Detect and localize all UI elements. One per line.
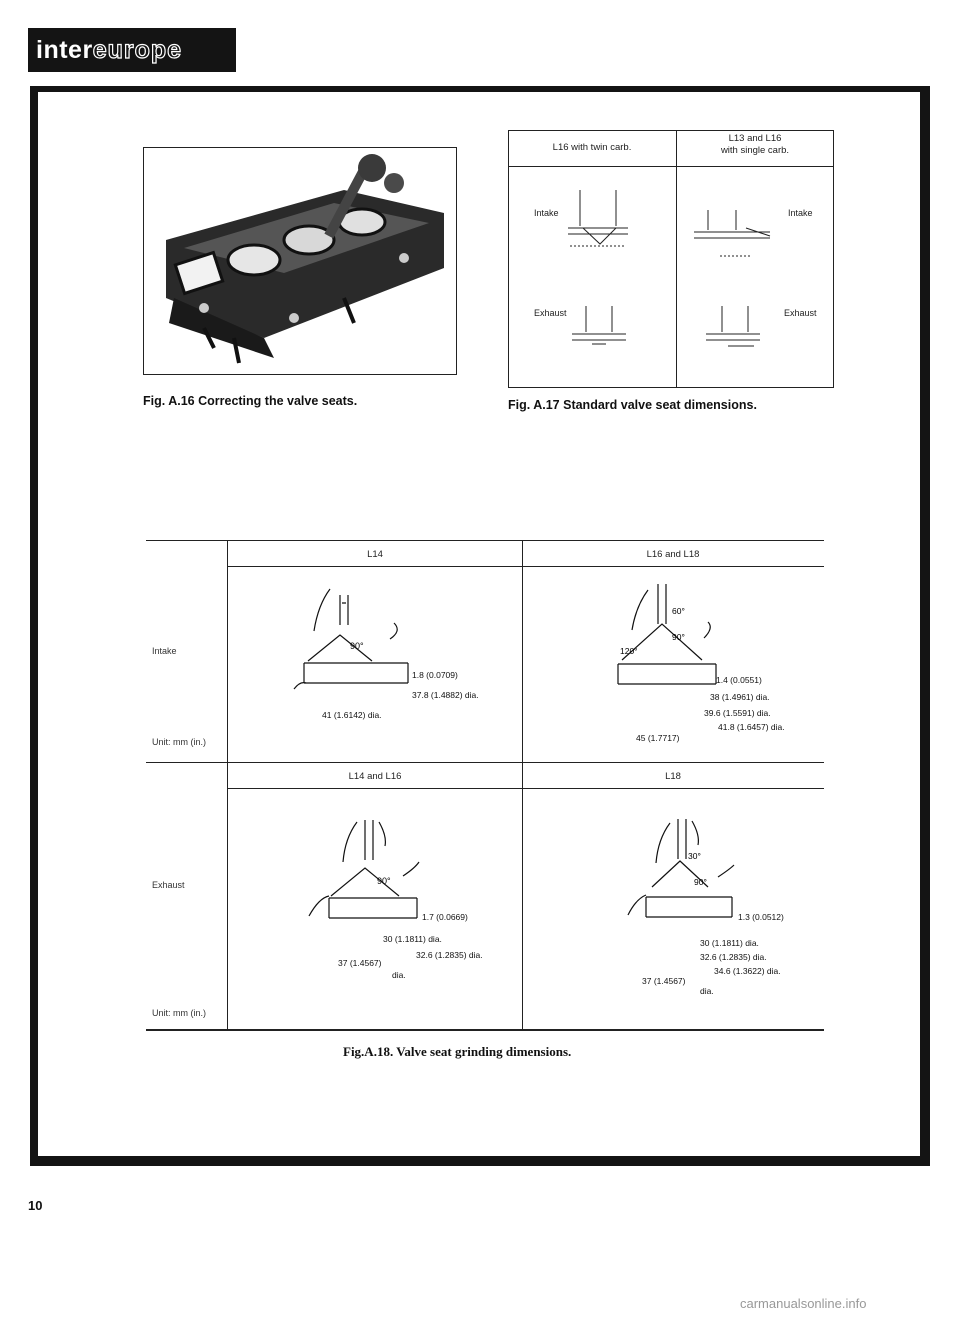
- logo-suffix: europe: [92, 35, 183, 64]
- intake-l16-dim-5: 45 (1.7717): [636, 733, 680, 743]
- exhaust-l14-dim-3: 32.6 (1.2835) dia.: [416, 950, 483, 960]
- fig18-caption: Fig.A.18. Valve seat grinding dimensions…: [343, 1044, 572, 1059]
- fig18-bottom-rule: [146, 1029, 824, 1031]
- exhaust-l18-angle-1: 30°: [688, 851, 701, 861]
- intake-right-header: L16 and L18: [646, 549, 700, 560]
- fig17-caption: Fig. A.17 Standard valve seat dimensions…: [508, 398, 757, 412]
- fig17-col2-header-line1: L13 and L16: [728, 133, 782, 144]
- page-frame: [30, 86, 930, 1166]
- cylinder-head-photo: [143, 147, 457, 375]
- fig17-seat-diagrams: [568, 190, 771, 347]
- intereurope-logo: intereurope: [28, 28, 236, 72]
- exhaust-row-unit: Unit: mm (in.): [152, 1008, 206, 1018]
- fig17-intake-label-2: Intake: [788, 208, 813, 218]
- fig17-exhaust-label-1: Exhaust: [534, 308, 567, 318]
- exhaust-l18-dim-1: 1.3 (0.0512): [738, 912, 784, 922]
- intake-l16-angle-3: 120°: [620, 646, 638, 656]
- intake-l14-dim-3: 41 (1.6142) dia.: [322, 710, 382, 720]
- intake-l14-diagram: 90°: [293, 588, 409, 690]
- intake-l16-l18-diagram: 60° 90° 120°: [617, 584, 717, 685]
- exhaust-l18-dim-5: 37 (1.4567): [642, 976, 686, 986]
- exhaust-l18-dim-4: 34.6 (1.3622) dia.: [714, 966, 781, 976]
- intake-row-label: Intake: [152, 646, 177, 656]
- intake-l16-dim-2: 38 (1.4961) dia.: [710, 692, 770, 702]
- exhaust-l18-dim-3: 32.6 (1.2835) dia.: [700, 952, 767, 962]
- fig17-table: L16 with twin carb. L13 and L16 with sin…: [508, 130, 834, 388]
- exhaust-l14-dim-4: 37 (1.4567): [338, 958, 382, 968]
- intake-row-unit: Unit: mm (in.): [152, 737, 206, 747]
- exhaust-l18-angle-2: 90°: [694, 877, 707, 887]
- fig18-exhaust-header-rule: [227, 788, 824, 789]
- exhaust-l18-diagram: 30° 90°: [627, 819, 735, 918]
- intake-l14-dim-1: 1.8 (0.0709): [412, 670, 458, 680]
- exhaust-l14-l16-diagram: 90°: [308, 820, 420, 919]
- intake-l16-dim-1: 1.4 (0.0551): [716, 675, 762, 685]
- intake-l16-dim-3: 39.6 (1.5591) dia.: [704, 708, 771, 718]
- intake-l16-dim-4: 41.8 (1.6457) dia.: [718, 722, 785, 732]
- fig18-top-rule: [146, 540, 824, 541]
- fig18-middle-rule: [146, 762, 824, 763]
- watermark: carmanualsonline.info: [740, 1296, 867, 1311]
- fig18-label-divider: [227, 540, 228, 1030]
- exhaust-l14-dim-1: 1.7 (0.0669): [422, 912, 468, 922]
- fig17-intake-label-1: Intake: [534, 208, 559, 218]
- intake-left-header: L14: [367, 549, 383, 560]
- exhaust-right-header: L18: [665, 771, 681, 782]
- exhaust-row-label: Exhaust: [152, 880, 185, 890]
- intake-l14-dim-2: 37.8 (1.4882) dia.: [412, 690, 479, 700]
- intake-l16-angle-2: 90°: [672, 632, 685, 642]
- exhaust-l14-dim-5: dia.: [392, 970, 406, 980]
- intake-l14-angle: 90°: [350, 641, 364, 651]
- fig16-caption: Fig. A.16 Correcting the valve seats.: [143, 394, 358, 408]
- fig17-col1-header: L16 with twin carb.: [552, 142, 632, 153]
- logo-prefix: inter: [36, 36, 93, 64]
- fig18-column-divider: [522, 540, 523, 1030]
- fig17-exhaust-label-2: Exhaust: [784, 308, 817, 318]
- exhaust-l14-angle: 90°: [377, 876, 391, 886]
- exhaust-l14-dim-2: 30 (1.1811) dia.: [383, 934, 442, 944]
- fig18-intake-header-rule: [227, 566, 824, 567]
- cylinder-head-illustration: [144, 148, 455, 373]
- exhaust-l18-dim-6: dia.: [700, 986, 714, 996]
- exhaust-left-header: L14 and L16: [348, 771, 402, 782]
- fig17-col2-header-line2: with single carb.: [720, 145, 790, 156]
- exhaust-l18-dim-2: 30 (1.1811) dia.: [700, 938, 759, 948]
- intake-l16-angle-1: 60°: [672, 606, 685, 616]
- page-number: 10: [28, 1198, 43, 1213]
